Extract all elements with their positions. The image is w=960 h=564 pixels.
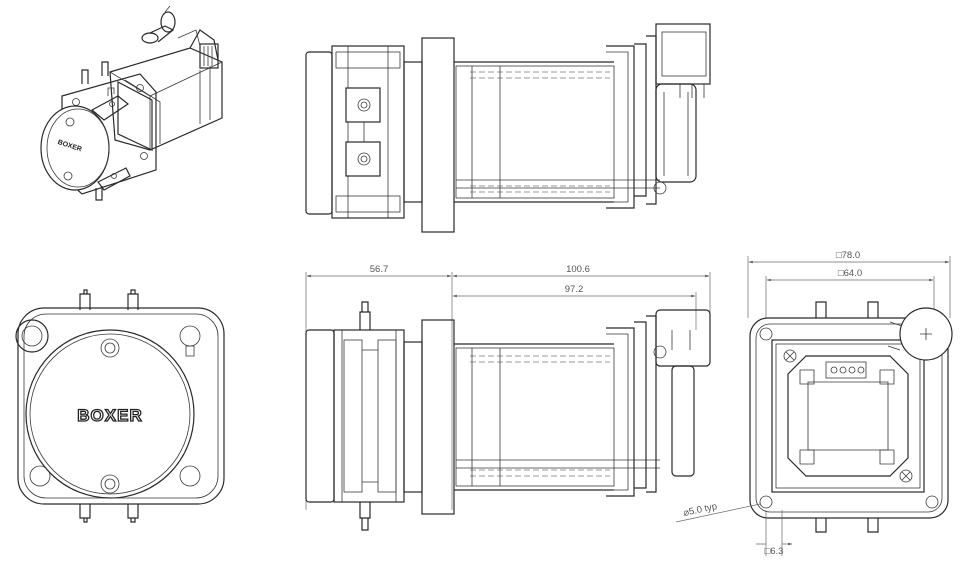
rear-view: □78.0 □64.0 — [675, 250, 953, 557]
dim-hole: ⌀5.0 typ — [682, 501, 718, 519]
dim-offset: □6.3 — [765, 546, 784, 557]
front-brand-label: BOXER — [77, 406, 142, 425]
dim-64: □64.0 — [838, 268, 862, 279]
front-view: BOXER — [15, 289, 225, 523]
side-view-top — [305, 23, 711, 233]
side-view-bottom: 56.7 100.6 97.2 — [305, 264, 711, 531]
dim-100-6: 100.6 — [566, 264, 590, 275]
dim-97-2: 97.2 — [565, 284, 584, 295]
dim-78: □78.0 — [836, 250, 860, 261]
isometric-view: BOXER — [40, 5, 223, 201]
dim-56-7: 56.7 — [370, 264, 389, 275]
